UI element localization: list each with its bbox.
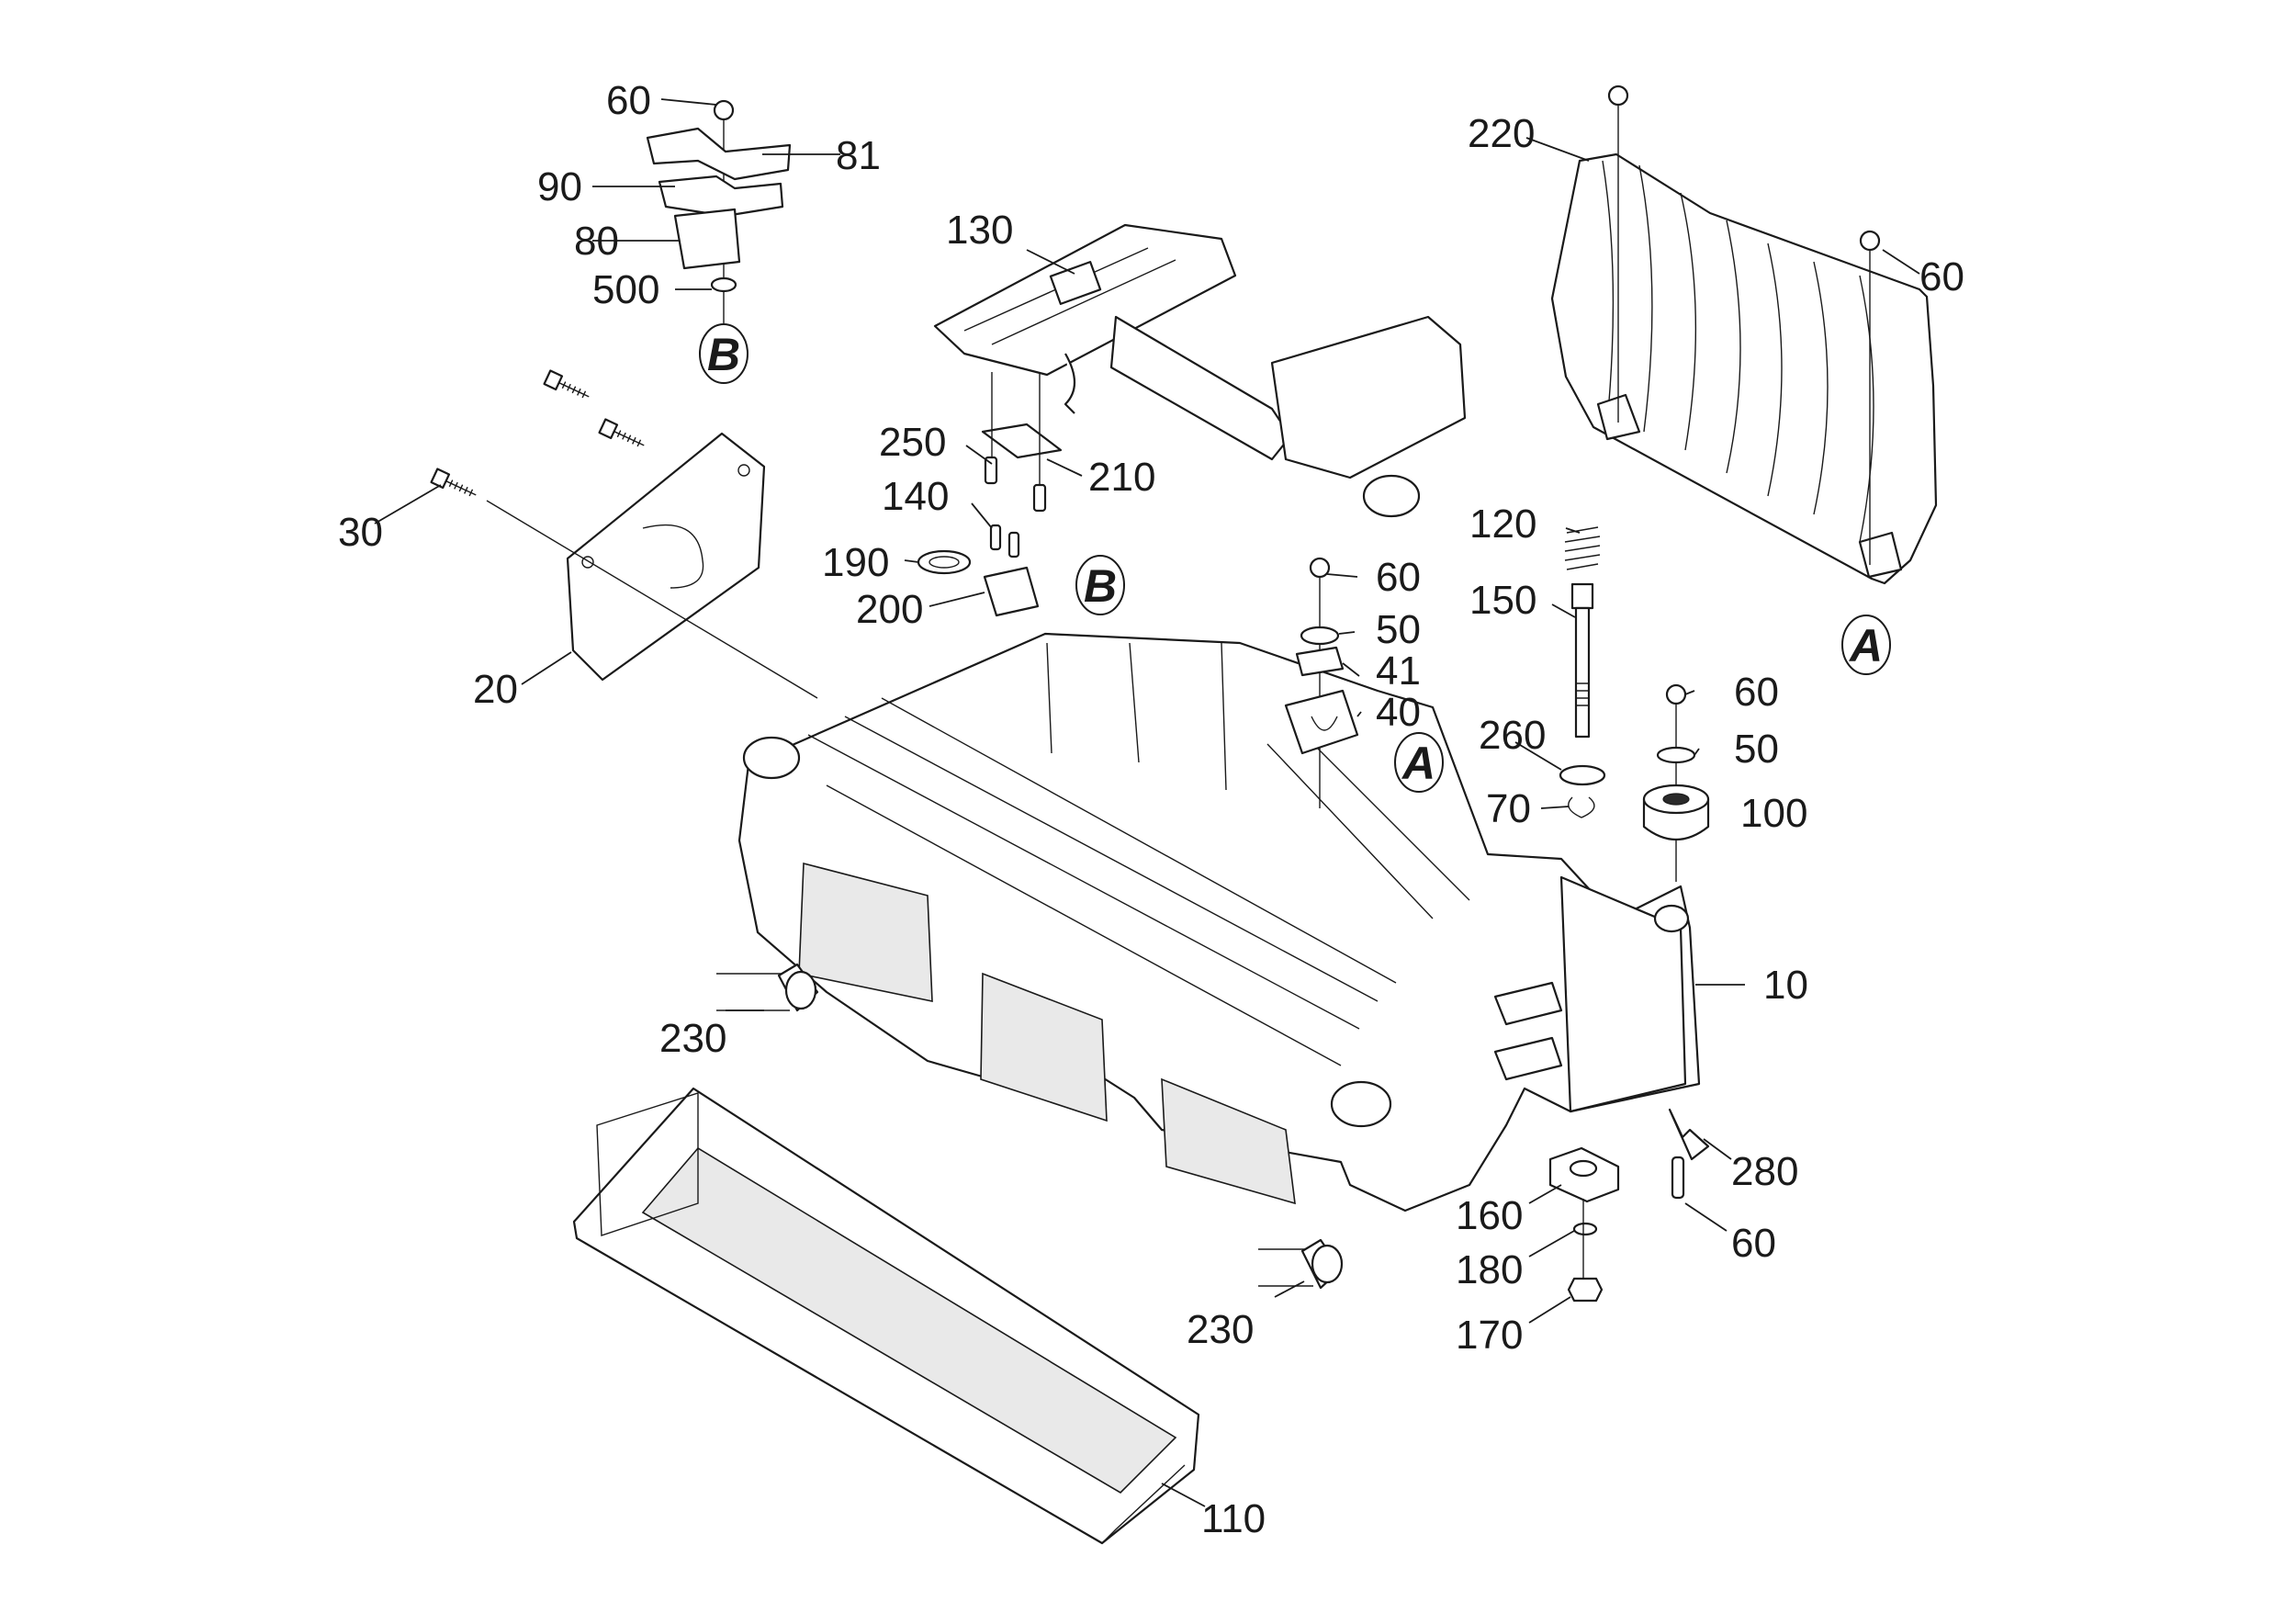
callout-280: 280 (1731, 1149, 1798, 1194)
callout-30: 30 (338, 510, 383, 555)
callout-250: 250 (879, 420, 946, 465)
callout-260: 260 (1479, 713, 1546, 758)
callout-60: 60 (1919, 254, 1964, 299)
callout-170: 170 (1456, 1313, 1523, 1358)
callout-40: 40 (1376, 690, 1421, 735)
callout-100: 100 (1740, 791, 1807, 836)
callout-150: 150 (1469, 578, 1536, 623)
callout-60: 60 (606, 78, 651, 123)
callout-110: 110 (1201, 1496, 1266, 1541)
callout-60: 60 (1734, 670, 1779, 715)
part-main-housing (737, 632, 1701, 1212)
callout-200: 200 (856, 587, 923, 632)
spring-shaft (1559, 526, 1606, 818)
screws-30 (430, 369, 645, 497)
svg-text:A: A (1848, 620, 1883, 671)
part-cover-plate (1550, 85, 1938, 585)
callout-41: 41 (1376, 648, 1421, 694)
rollers-230 (716, 963, 1344, 1290)
svg-text:A: A (1401, 738, 1435, 789)
callout-60: 60 (1731, 1221, 1776, 1266)
callout-20: 20 (473, 667, 518, 712)
section-marker-b: B (699, 323, 748, 384)
section-marker-a: A (1841, 615, 1891, 675)
section-marker-a: A (1394, 732, 1444, 793)
callout-220: 220 (1468, 111, 1535, 156)
callout-230: 230 (1187, 1307, 1254, 1352)
callout-140: 140 (882, 474, 949, 519)
latch-assembly (1284, 557, 1359, 808)
svg-text:B: B (707, 329, 740, 380)
callout-60: 60 (1376, 555, 1421, 600)
small-parts-center (917, 372, 1063, 617)
callout-210: 210 (1088, 455, 1155, 500)
callout-230: 230 (659, 1016, 726, 1061)
callout-190: 190 (822, 540, 889, 585)
callout-90: 90 (537, 164, 582, 209)
section-marker-b: B (1075, 555, 1125, 615)
callout-180: 180 (1456, 1247, 1523, 1292)
foot-parts (1548, 1146, 1620, 1303)
svg-text:B: B (1084, 560, 1117, 612)
callout-50: 50 (1376, 607, 1421, 652)
part-grille-tray (572, 1087, 1200, 1545)
callout-130: 130 (946, 208, 1013, 253)
callout-50: 50 (1734, 727, 1779, 772)
callout-10: 10 (1763, 963, 1808, 1008)
callout-81: 81 (836, 133, 881, 178)
callout-160: 160 (1456, 1193, 1523, 1238)
roller-assembly (1642, 683, 1710, 882)
callout-70: 70 (1486, 786, 1531, 831)
callout-80: 80 (574, 219, 619, 264)
callout-120: 120 (1469, 502, 1536, 547)
bracket-280 (1668, 1108, 1710, 1200)
part-handle (933, 223, 1467, 518)
section-markers: B B A A (699, 323, 1891, 793)
leader-lines (374, 98, 1920, 1507)
callout-labels: 60 81 90 80 500 130 220 60 250 210 30 14… (338, 78, 1964, 1541)
switch-assembly (646, 99, 792, 349)
callout-500: 500 (592, 267, 659, 312)
part-side-plate (566, 432, 766, 682)
